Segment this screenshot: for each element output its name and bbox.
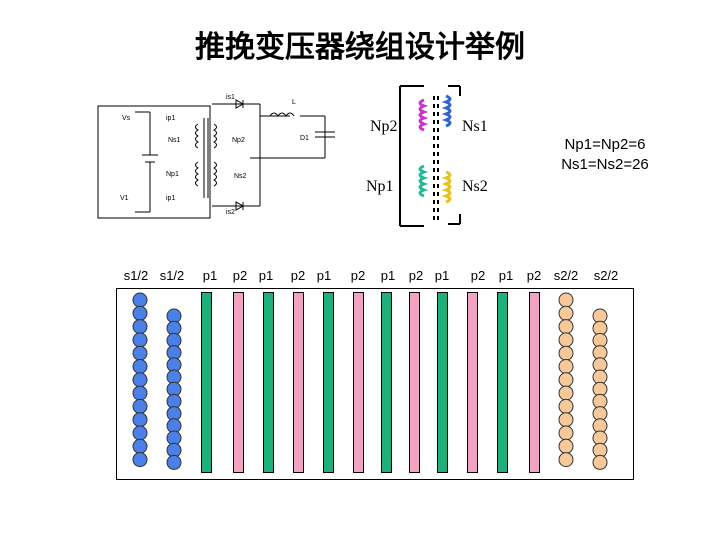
secondary-turn bbox=[558, 385, 574, 401]
secondary-turn bbox=[132, 452, 148, 468]
winding-window bbox=[116, 288, 634, 480]
secondary-turn bbox=[558, 452, 574, 468]
circuit-label: is2 bbox=[226, 209, 235, 216]
label-np2: Np2 bbox=[370, 118, 398, 135]
page-title: 推挽变压器绕组设计举例 bbox=[195, 30, 525, 65]
label-ns2: Ns2 bbox=[462, 178, 488, 195]
secondary-turn bbox=[558, 372, 574, 388]
primary-winding-layer bbox=[353, 292, 364, 473]
secondary-turn bbox=[558, 359, 574, 374]
primary-winding-layer bbox=[293, 292, 304, 473]
turns-ratio-primary: Np1=Np2=6 bbox=[564, 136, 646, 153]
column-label: p1 bbox=[258, 268, 274, 283]
secondary-turn bbox=[132, 412, 148, 428]
coil-np1 bbox=[418, 164, 429, 198]
secondary-turn bbox=[558, 292, 574, 308]
secondary-turn bbox=[132, 305, 148, 321]
primary-winding-layer bbox=[409, 292, 420, 473]
secondary-turn bbox=[132, 398, 148, 414]
coil-ns2 bbox=[441, 170, 452, 204]
secondary-turn bbox=[132, 332, 148, 348]
primary-winding-layer bbox=[381, 292, 392, 473]
column-label: p2 bbox=[232, 268, 248, 283]
secondary-turn bbox=[132, 319, 148, 335]
secondary-turn bbox=[558, 319, 574, 335]
circuit-label: ip1 bbox=[166, 195, 175, 202]
label-ns1: Ns1 bbox=[462, 118, 488, 135]
secondary-turn bbox=[558, 425, 574, 441]
secondary-turn bbox=[132, 359, 148, 374]
column-label: p1 bbox=[380, 268, 396, 283]
coil-np2 bbox=[418, 98, 429, 132]
secondary-turn bbox=[558, 345, 574, 361]
circuit-label: V1 bbox=[120, 195, 129, 202]
primary-winding-layer bbox=[233, 292, 244, 473]
column-label: s1/2 bbox=[159, 268, 185, 283]
column-label: p1 bbox=[498, 268, 514, 283]
secondary-turn bbox=[132, 425, 148, 441]
primary-winding-layer bbox=[467, 292, 478, 473]
secondary-turn bbox=[132, 385, 148, 401]
primary-winding-layer bbox=[437, 292, 448, 473]
turns-ratio-secondary: Ns1=Ns2=26 bbox=[561, 156, 649, 173]
primary-winding-layer bbox=[529, 292, 540, 473]
circuit-label: Ns2 bbox=[234, 173, 247, 180]
secondary-turn bbox=[166, 454, 182, 470]
secondary-turn bbox=[132, 345, 148, 361]
secondary-turn bbox=[132, 292, 148, 308]
secondary-turn bbox=[132, 438, 148, 454]
column-label: p1 bbox=[316, 268, 332, 283]
primary-winding-layer bbox=[497, 292, 508, 473]
column-label: p2 bbox=[350, 268, 366, 283]
circuit-label: Np2 bbox=[232, 137, 245, 144]
secondary-turn bbox=[558, 305, 574, 321]
column-label: s1/2 bbox=[123, 268, 149, 283]
secondary-turn bbox=[558, 438, 574, 454]
secondary-turn bbox=[558, 412, 574, 428]
primary-winding-layer bbox=[263, 292, 274, 473]
circuit-label: ip1 bbox=[166, 115, 175, 122]
column-label: p2 bbox=[526, 268, 542, 283]
circuit-label: Vs bbox=[122, 115, 131, 122]
column-label: s2/2 bbox=[593, 268, 619, 283]
secondary-turn bbox=[558, 398, 574, 414]
label-np1: Np1 bbox=[366, 178, 394, 195]
circuit-label: Np1 bbox=[166, 171, 179, 178]
secondary-turn bbox=[592, 454, 608, 470]
coil-ns1 bbox=[441, 94, 452, 128]
column-label: s2/2 bbox=[553, 268, 579, 283]
primary-winding-layer bbox=[201, 292, 212, 473]
column-label: p1 bbox=[434, 268, 450, 283]
column-label: p2 bbox=[290, 268, 306, 283]
column-label: p2 bbox=[470, 268, 486, 283]
column-label: p1 bbox=[202, 268, 218, 283]
secondary-turn bbox=[558, 332, 574, 348]
column-label: p2 bbox=[408, 268, 424, 283]
secondary-turn bbox=[132, 372, 148, 388]
primary-winding-layer bbox=[323, 292, 334, 473]
circuit-label: Ns1 bbox=[168, 137, 181, 144]
circuit-label: L bbox=[292, 99, 296, 106]
circuit-label: is1 bbox=[226, 94, 235, 101]
circuit-label: D1 bbox=[300, 135, 309, 142]
